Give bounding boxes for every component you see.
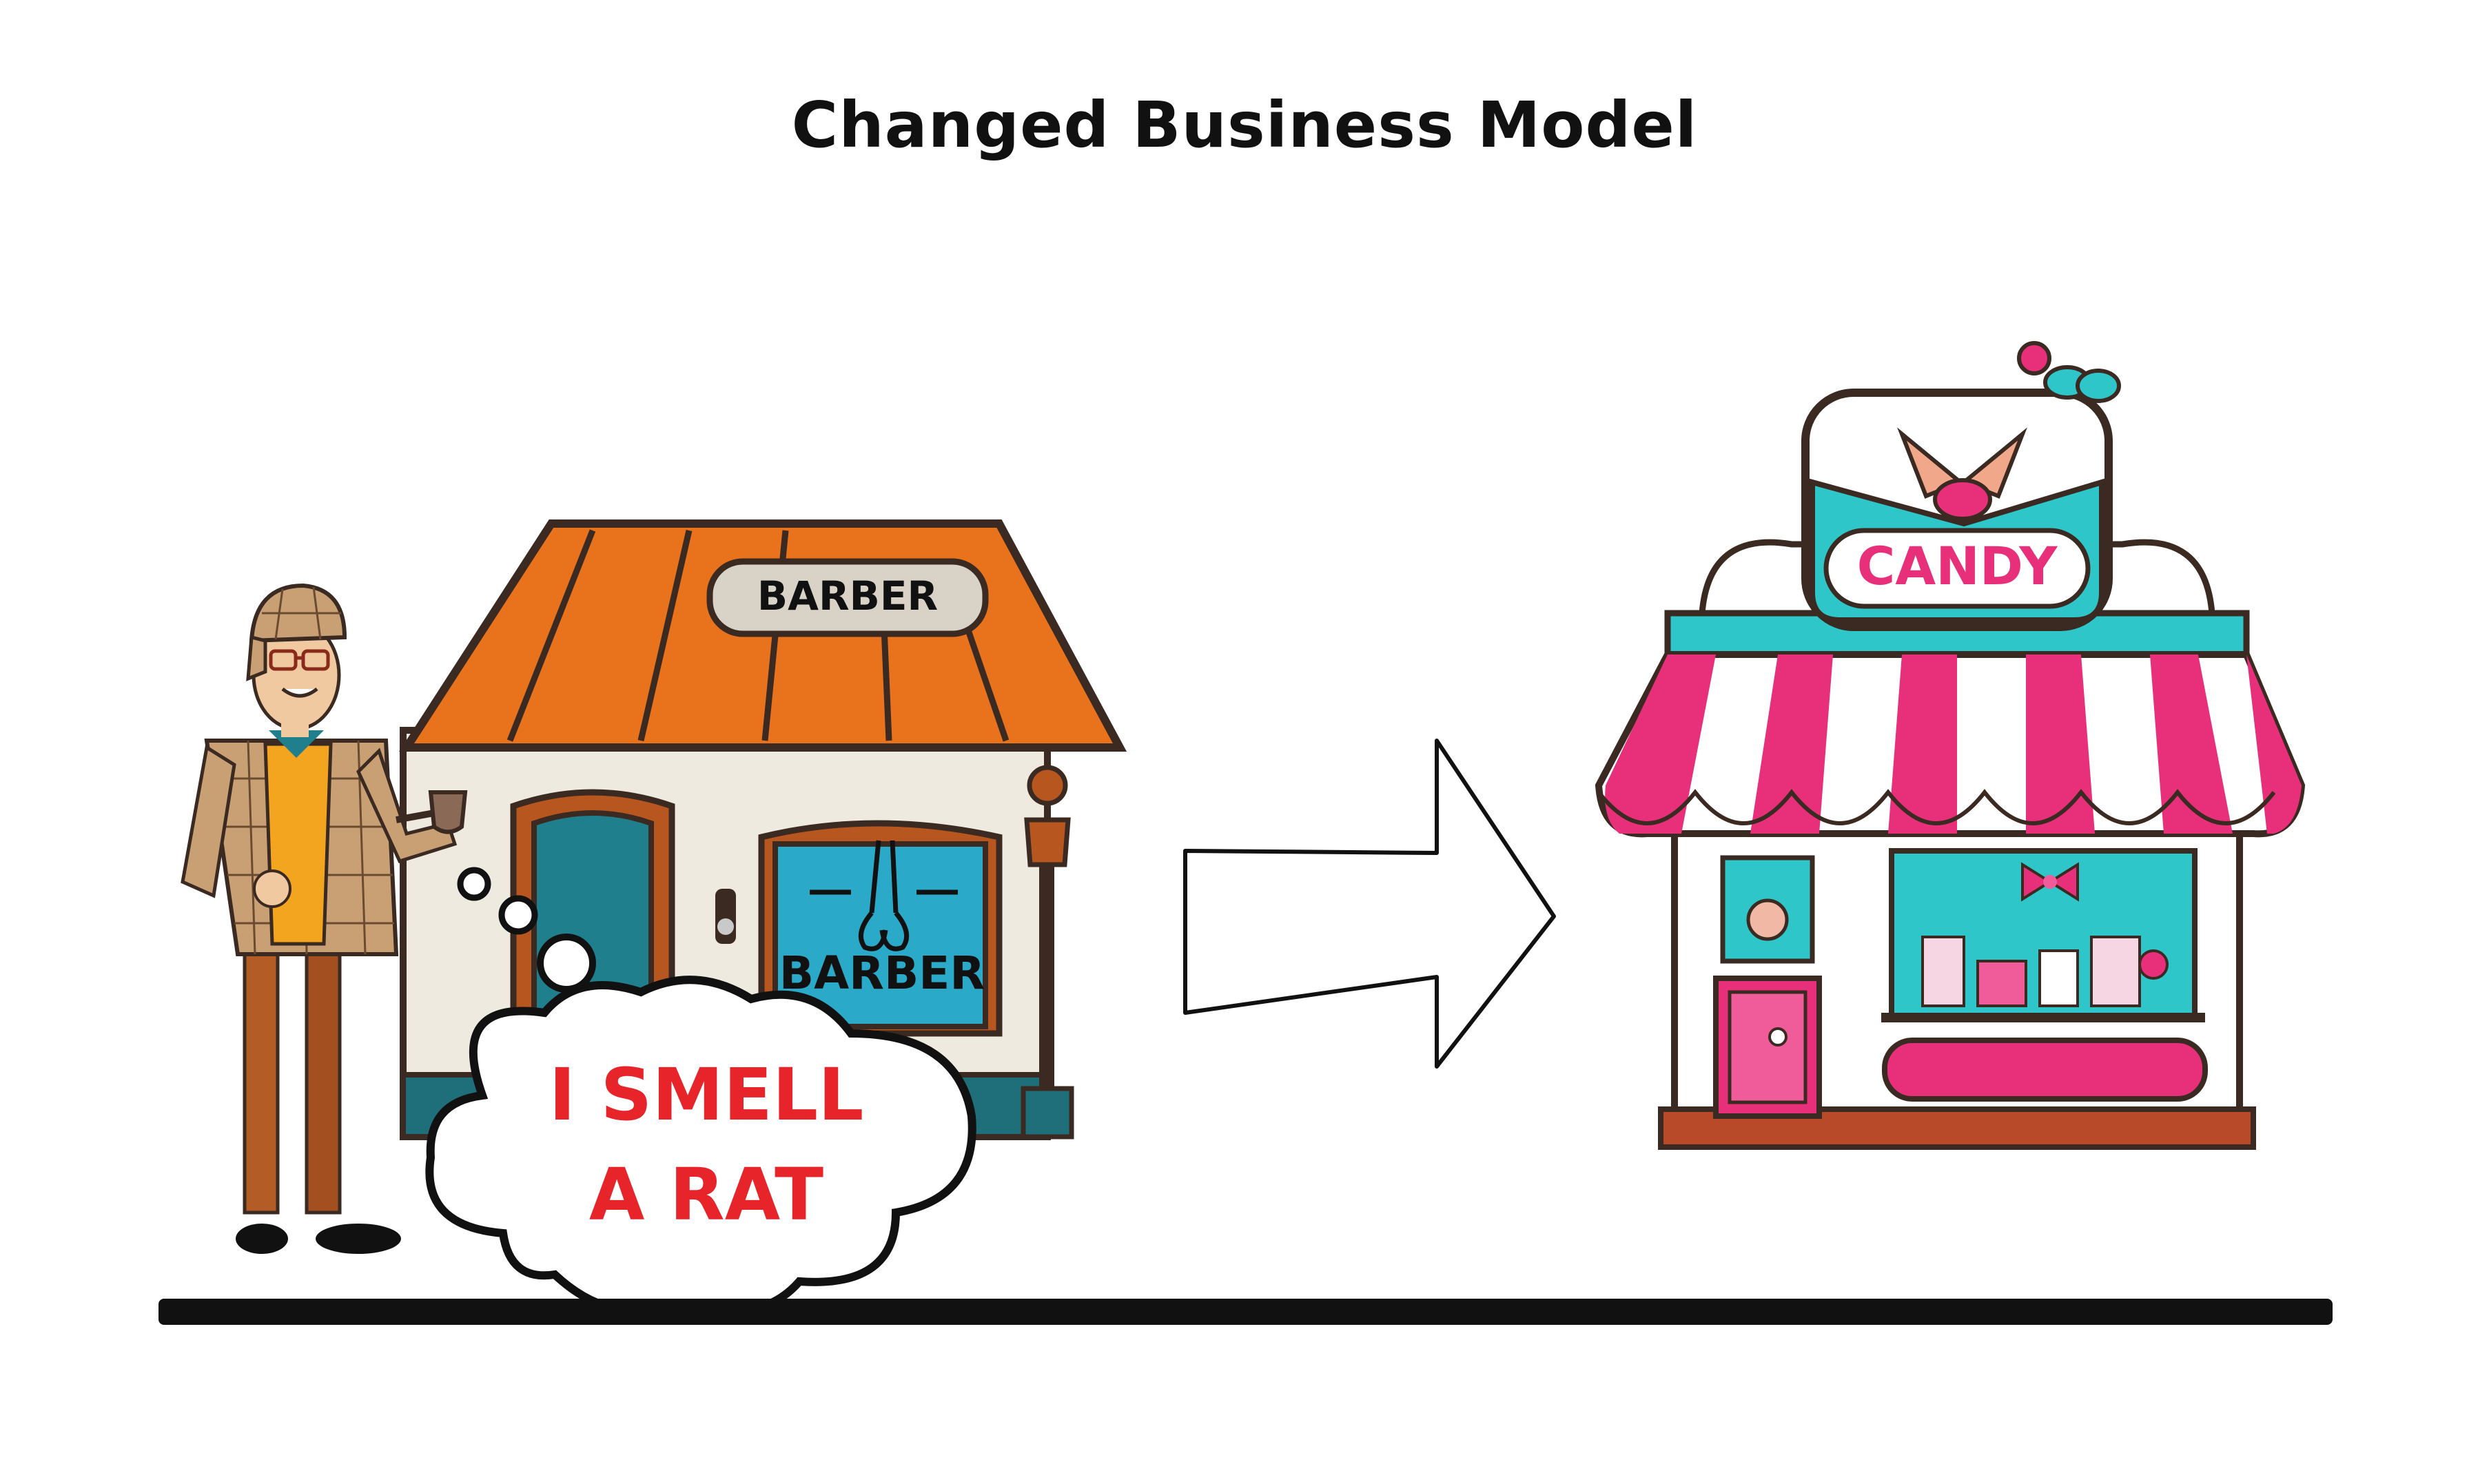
candy-sign-label bbox=[1823, 528, 2091, 609]
left-leg bbox=[243, 949, 280, 1215]
thought-dot-large bbox=[537, 934, 596, 993]
thought-cloud bbox=[425, 976, 976, 1318]
candy-treats bbox=[1921, 936, 2169, 1007]
arrow-right-icon bbox=[1183, 739, 1556, 1069]
candy-sign-text: CANDY bbox=[1857, 535, 2058, 597]
roof-sign-board bbox=[706, 558, 989, 637]
vest bbox=[263, 742, 333, 946]
awning-stripes bbox=[1605, 655, 2302, 834]
pipe-icon bbox=[396, 790, 468, 834]
door-lock bbox=[715, 889, 736, 944]
window-sign-text: BARBER bbox=[779, 947, 985, 1000]
barber-shop: BARBER BARBER bbox=[398, 519, 1127, 1140]
sign-bow-icon bbox=[2017, 341, 2121, 403]
right-shoe bbox=[316, 1224, 401, 1254]
street-lamp bbox=[1021, 765, 1074, 1140]
candy-wrapper-icon bbox=[1897, 427, 2027, 521]
candy-counter bbox=[1882, 1038, 2208, 1102]
left-arm bbox=[181, 744, 236, 898]
ground-line bbox=[158, 1299, 2333, 1325]
glasses-icon bbox=[269, 649, 330, 671]
smile bbox=[281, 687, 318, 698]
thought-line-2: A RAT bbox=[589, 1153, 823, 1237]
right-leg bbox=[305, 949, 342, 1215]
door-knob bbox=[1768, 1027, 1788, 1047]
roof-sign-text: BARBER bbox=[757, 573, 938, 619]
right-arm bbox=[356, 748, 458, 864]
bow-icon bbox=[2021, 862, 2079, 902]
thought-dot-medium bbox=[498, 895, 538, 935]
detective-man bbox=[181, 583, 468, 1254]
page-title: Changed Business Model bbox=[791, 88, 1698, 162]
thought-dot-small bbox=[457, 867, 491, 901]
candy-shop: CANDY bbox=[1595, 341, 2306, 1150]
left-shoe bbox=[236, 1224, 288, 1254]
thought-bubble: I SMELL A RAT bbox=[425, 867, 976, 1318]
scissors-icon bbox=[810, 840, 958, 951]
thought-line-1: I SMELL bbox=[549, 1053, 864, 1137]
